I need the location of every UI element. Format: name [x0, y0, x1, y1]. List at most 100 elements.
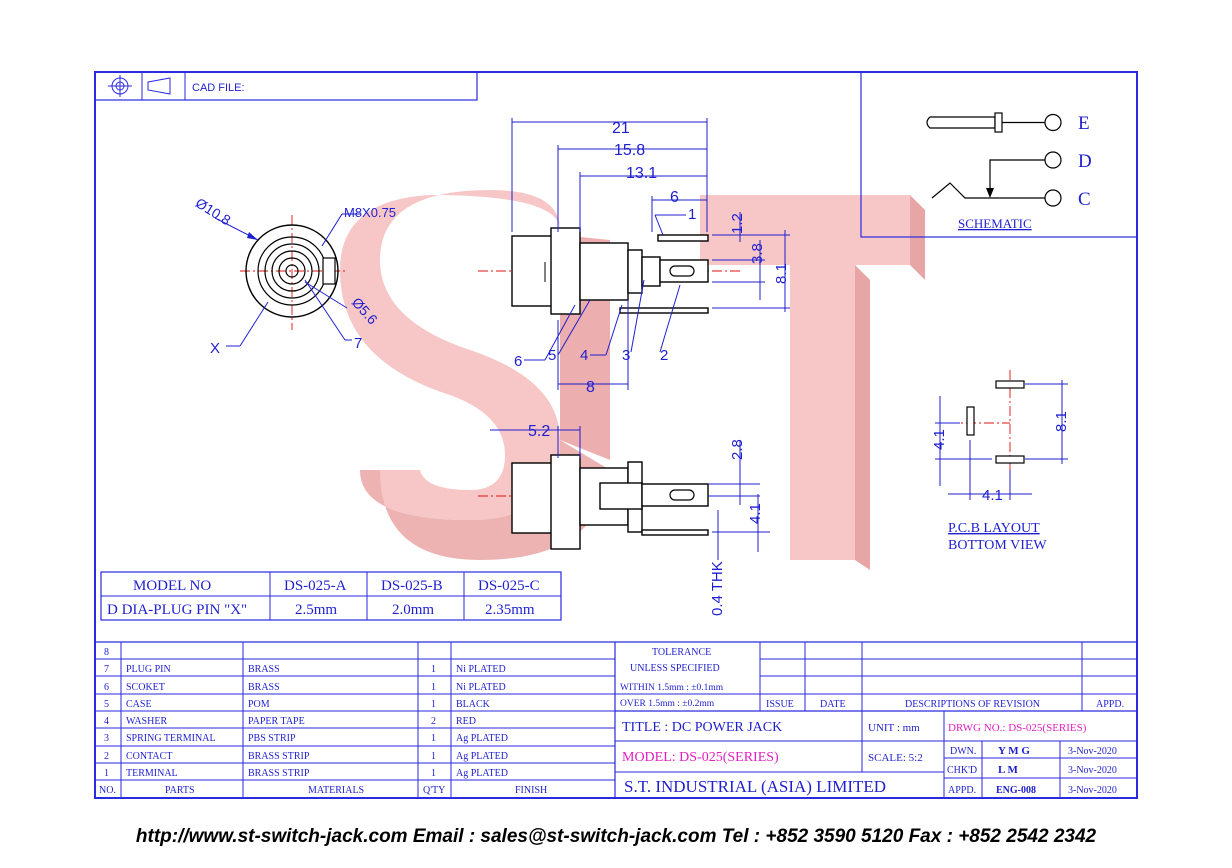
schematic: E D C SCHEMATIC — [860, 71, 1138, 238]
dim-13-1: 13.1 — [626, 165, 657, 182]
bom-row-1-no: 1 — [104, 768, 109, 779]
bom-row-3-part: SPRING TERMINAL — [126, 733, 216, 744]
dim-5-2: 5.2 — [528, 423, 550, 440]
approved-name: ENG-008 — [996, 785, 1036, 796]
contact-footer: http://www.st-switch-jack.com Email : sa… — [135, 826, 1097, 847]
dim-3-8: 3.8 — [749, 243, 766, 264]
bom-row-7-part: PLUG PIN — [126, 664, 171, 675]
callout-1: 1 — [688, 206, 696, 223]
bom-rows: 8 7 PLUG PIN BRASS 1 Ni PLATED 6 SCOKET … — [99, 647, 547, 796]
bom-row-6-no: 6 — [104, 682, 109, 693]
bom-row-4-qty: 2 — [431, 716, 436, 727]
bom-row-2-qty: 1 — [431, 751, 436, 762]
pin-c-label: C — [1078, 189, 1091, 210]
bom-row-1-part: TERMINAL — [126, 768, 178, 779]
bom-row-5-finish: BLACK — [456, 699, 491, 710]
date-header: DATE — [820, 699, 846, 710]
bom-row-6-material: BRASS — [248, 682, 280, 693]
bom-header-qty: Q'TY — [423, 785, 445, 796]
pcb-dim-8-1: 8.1 — [1053, 411, 1070, 432]
bom-row-1-material: BRASS STRIP — [248, 768, 310, 779]
scale-label: SCALE: 5:2 — [868, 752, 923, 764]
bom-row-4-no: 4 — [104, 716, 109, 727]
within-tolerance: WITHIN 1.5mm : ±0.1mm — [620, 683, 724, 693]
model-table: MODEL NO DS-025-A DS-025-B DS-025-C D DI… — [100, 571, 562, 621]
callout-2: 2 — [660, 347, 668, 364]
plug-pin-row-label: D DIA-PLUG PIN "X" — [107, 602, 247, 618]
plug-pin-x-label: X — [210, 340, 220, 357]
bom-row-5-no: 5 — [104, 699, 109, 710]
model-label: MODEL: DS-025(SERIES) — [622, 750, 779, 765]
dim-2-8: 2.8 — [729, 439, 746, 460]
bom-header-no: NO. — [99, 785, 116, 796]
bom-row-5-part: CASE — [126, 699, 152, 710]
model-a-header: DS-025-A — [284, 578, 347, 594]
m8-thread-dim: M8X0.75 — [344, 205, 396, 220]
projection-symbol-icon — [108, 75, 171, 97]
model-b-value: 2.0mm — [392, 602, 434, 618]
pcb-dim-4-1-vertical: 4.1 — [931, 429, 948, 450]
bom-row-6-finish: Ni PLATED — [456, 682, 506, 693]
checked-date: 3-Nov-2020 — [1068, 765, 1117, 776]
drawing-border — [94, 71, 1138, 799]
pin-e-label: E — [1078, 113, 1090, 134]
cad-file-box: CAD FILE: — [94, 71, 478, 101]
drawing-title: TITLE : DC POWER JACK — [622, 720, 782, 735]
bom-row-7-no: 7 — [104, 664, 109, 675]
company-name: S.T. INDUSTRIAL (ASIA) LIMITED — [624, 777, 886, 796]
bom-row-1-qty: 1 — [431, 768, 436, 779]
bom-row-3-no: 3 — [104, 733, 109, 744]
issue-header: ISSUE — [766, 699, 794, 710]
technical-drawing: CAD FILE: E D C SCHEMATIC — [94, 71, 1138, 799]
drawn-label: DWN. — [950, 746, 976, 757]
bom-table: 8 7 PLUG PIN BRASS 1 Ni PLATED 6 SCOKET … — [95, 642, 616, 798]
drawing-number: DRWG NO.: DS-025(SERIES) — [948, 722, 1087, 734]
approved-label: APPD. — [948, 785, 976, 796]
unit-label: UNIT : mm — [868, 722, 920, 734]
callout-5: 5 — [548, 347, 556, 364]
bom-row-2-no: 2 — [104, 751, 109, 762]
over-tolerance: OVER 1.5mm : ±0.2mm — [620, 699, 715, 709]
bom-row-4-part: WASHER — [126, 716, 167, 727]
bom-row-6-part: SCOKET — [126, 682, 165, 693]
bom-row-6-qty: 1 — [431, 682, 436, 693]
checked-label: CHK'D — [947, 765, 977, 776]
unless-specified-label: UNLESS SPECIFIED — [630, 663, 720, 674]
bom-row-2-finish: Ag PLATED — [456, 751, 508, 762]
dim-21: 21 — [612, 120, 630, 137]
drawn-name: Y M G — [998, 745, 1030, 757]
bom-row-4-finish: RED — [456, 716, 476, 727]
model-b-header: DS-025-B — [381, 578, 443, 594]
cad-file-label: CAD FILE: — [192, 82, 245, 94]
dim-1-2: 1.2 — [729, 213, 746, 234]
callout-7-label: 7 — [354, 335, 362, 352]
side-view: 21 15.8 13.1 6 1.2 3.8 8.1 8 1 2 3 4 5 — [478, 118, 790, 396]
pcb-bottom-view-label: BOTTOM VIEW — [948, 538, 1047, 553]
bom-header-materials: MATERIALS — [308, 785, 364, 796]
pcb-layout-label: P.C.B LAYOUT — [948, 521, 1040, 536]
approved-date: 3-Nov-2020 — [1068, 785, 1117, 796]
bom-row-2-part: CONTACT — [126, 751, 172, 762]
model-a-value: 2.5mm — [295, 602, 337, 618]
model-c-value: 2.35mm — [485, 602, 535, 618]
bom-row-3-material: PBS STRIP — [248, 733, 296, 744]
dim-15-8: 15.8 — [614, 142, 645, 159]
checked-name: L M — [998, 764, 1018, 776]
descriptions-header: DESCRIPTIONS OF REVISION — [905, 699, 1040, 710]
dim-8: 8 — [586, 379, 595, 396]
bottom-view: 5.2 2.8 4.1 0.4 THK — [478, 423, 770, 616]
bom-row-3-finish: Ag PLATED — [456, 733, 508, 744]
bom-row-7-material: BRASS — [248, 664, 280, 675]
bom-row-5-material: POM — [248, 699, 270, 710]
callout-6: 6 — [514, 353, 522, 370]
bom-row-7-finish: Ni PLATED — [456, 664, 506, 675]
dim-6: 6 — [670, 189, 679, 206]
bom-row-4-material: PAPER TAPE — [248, 716, 305, 727]
bom-header-finish: FINISH — [515, 785, 547, 796]
model-c-header: DS-025-C — [478, 578, 540, 594]
appd-header: APPD. — [1096, 699, 1124, 710]
callout-3: 3 — [622, 347, 630, 364]
bom-row-1-finish: Ag PLATED — [456, 768, 508, 779]
bom-row-8-no: 8 — [104, 647, 109, 658]
pcb-layout: 8.1 4.1 4.1 P.C.B LAYOUT BOTTOM VIEW — [931, 370, 1070, 553]
